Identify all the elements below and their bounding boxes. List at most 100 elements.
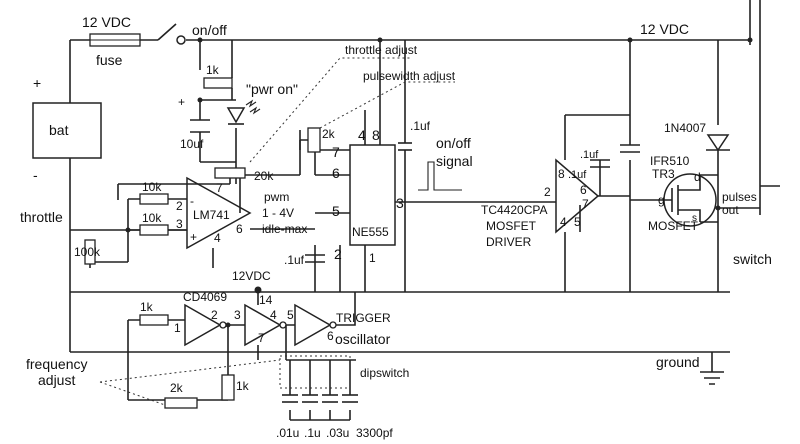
- driver-cap-a-label: .1uf: [580, 149, 599, 161]
- driver-pin-2: 2: [544, 185, 551, 199]
- driver-name-2: MOSFET: [486, 219, 537, 233]
- switch-output-label: switch: [733, 251, 772, 267]
- cd4069-name: CD4069: [183, 290, 227, 304]
- signal-pulse: [418, 161, 462, 191]
- driver-pin-7: 7: [582, 197, 589, 211]
- dip-cap-2: .1u: [304, 426, 321, 440]
- switch-label: on/off: [192, 22, 227, 38]
- throttle-label: throttle: [20, 209, 63, 225]
- osc-pin-7: 7: [258, 331, 265, 345]
- ground-label: ground: [656, 354, 700, 370]
- opamp-minus: -: [190, 194, 194, 208]
- ne555-pin-6: 6: [332, 165, 340, 181]
- diode-label: 1N4007: [664, 121, 706, 135]
- osc-pin-5: 5: [287, 308, 294, 322]
- cd4069-oscillator: [127, 286, 356, 409]
- on-off-switch: [157, 23, 186, 45]
- mosfet-d: d: [694, 170, 701, 184]
- timer-supply-cap-label: .1uf: [410, 119, 431, 133]
- ne555: [299, 37, 565, 292]
- r-in3-label: 10k: [142, 211, 162, 225]
- battery-minus: -: [33, 167, 38, 183]
- pwr-on-label: "pwr on": [246, 81, 298, 97]
- dip-cap-3: .03u: [326, 426, 349, 440]
- timer-pot-label: 2k: [322, 127, 336, 141]
- opamp-pin-6: 6: [236, 222, 243, 236]
- driver-pin-8: 8: [558, 167, 565, 181]
- pwm-range-label: 1 - 4V: [262, 206, 294, 220]
- driver-pin-5: 5: [574, 215, 581, 229]
- dip-cap-4: 3300pf: [356, 426, 393, 440]
- r-in2-label: 10k: [142, 180, 162, 194]
- r-gnd-label: 100k: [74, 245, 101, 259]
- cap-10uf-label: 10uf: [180, 137, 204, 151]
- mosfet-label: MOSFET: [648, 219, 699, 233]
- opamp-pin-7: 7: [216, 181, 223, 195]
- driver-name-3: DRIVER: [486, 235, 532, 249]
- cap-10uf-plus: +: [178, 95, 185, 109]
- dipswitch-bank: [279, 355, 358, 421]
- battery: [32, 102, 102, 159]
- mosfet-switch: [630, 40, 780, 292]
- opamp-pin-2: 2: [176, 199, 183, 213]
- led-branch: [190, 37, 261, 184]
- ne555-name: NE555: [352, 225, 389, 239]
- ne555-pin-3: 3: [396, 195, 404, 211]
- adjust-label: adjust: [38, 372, 75, 388]
- opamp-lm741: [70, 140, 315, 268]
- supply-voltage-right: 12 VDC: [640, 21, 689, 37]
- fuse-label: fuse: [96, 52, 123, 68]
- ne555-pin-2: 2: [334, 246, 342, 262]
- battery-plus: +: [33, 75, 41, 91]
- opamp-pin-4: 4: [214, 231, 221, 245]
- driver-pin-4: 4: [560, 215, 567, 229]
- dipswitch-label: dipswitch: [360, 366, 409, 380]
- opamp-name: LM741: [193, 208, 230, 222]
- osc-r1k-b-label: 1k: [236, 379, 250, 393]
- mosfet-part: IFR510: [650, 154, 690, 168]
- rails: [69, 0, 761, 385]
- pwm-label: pwm: [264, 190, 289, 204]
- mosfet-s: s: [692, 213, 697, 224]
- pwm-idle-label: idle-max: [262, 222, 307, 236]
- dip-cap-1: .01u: [276, 426, 299, 440]
- timer-timing-cap-label: .1uf: [284, 253, 305, 267]
- signal-label-1: on/off: [436, 135, 471, 151]
- signal-label-2: signal: [436, 153, 473, 169]
- osc-supply-label: 12VDC: [232, 269, 271, 283]
- opamp-pin-3: 3: [176, 217, 183, 231]
- mosfet-g: g: [658, 193, 665, 207]
- driver-cap-b-label: .1uf: [568, 169, 587, 181]
- throttle-adjust-note: throttle adjust: [345, 43, 418, 57]
- driver-pin-6: 6: [580, 183, 587, 197]
- frequency-label: frequency: [26, 356, 87, 372]
- out-label: out: [722, 203, 739, 217]
- fuse: [89, 33, 141, 47]
- mosfet-part-2: TR3: [652, 167, 675, 181]
- osc-pin-1: 1: [174, 321, 181, 335]
- led-resistor-label: 1k: [206, 63, 220, 77]
- osc-pin-2: 2: [211, 308, 218, 322]
- ne555-pin-8: 8: [372, 127, 380, 143]
- ne555-pin-5: 5: [332, 203, 340, 219]
- pulses-label: pulses: [722, 190, 757, 204]
- driver-name: TC4420CPA: [481, 203, 547, 217]
- osc-pin-3: 3: [234, 308, 241, 322]
- osc-r1k-label: 1k: [140, 300, 154, 314]
- opamp-plus: +: [190, 230, 197, 244]
- tc4420-driver: [555, 37, 640, 292]
- leader-lines: [99, 57, 455, 406]
- supply-voltage-left: 12 VDC: [82, 14, 131, 30]
- feedback-resistor-label: 20k: [254, 169, 274, 183]
- osc-pin-14: 14: [259, 293, 273, 307]
- osc-pin-6: 6: [327, 329, 334, 343]
- oscillator-label: oscillator: [335, 331, 391, 347]
- trigger-label: TRIGGER: [336, 311, 391, 325]
- osc-pot-label: 2k: [170, 381, 184, 395]
- pulsewidth-adjust-note: pulsewidth adjust: [363, 69, 456, 83]
- battery-label: bat: [49, 122, 69, 138]
- ne555-pin-4: 4: [358, 127, 366, 143]
- osc-pin-4: 4: [270, 308, 277, 322]
- ne555-pin-1: 1: [369, 251, 376, 265]
